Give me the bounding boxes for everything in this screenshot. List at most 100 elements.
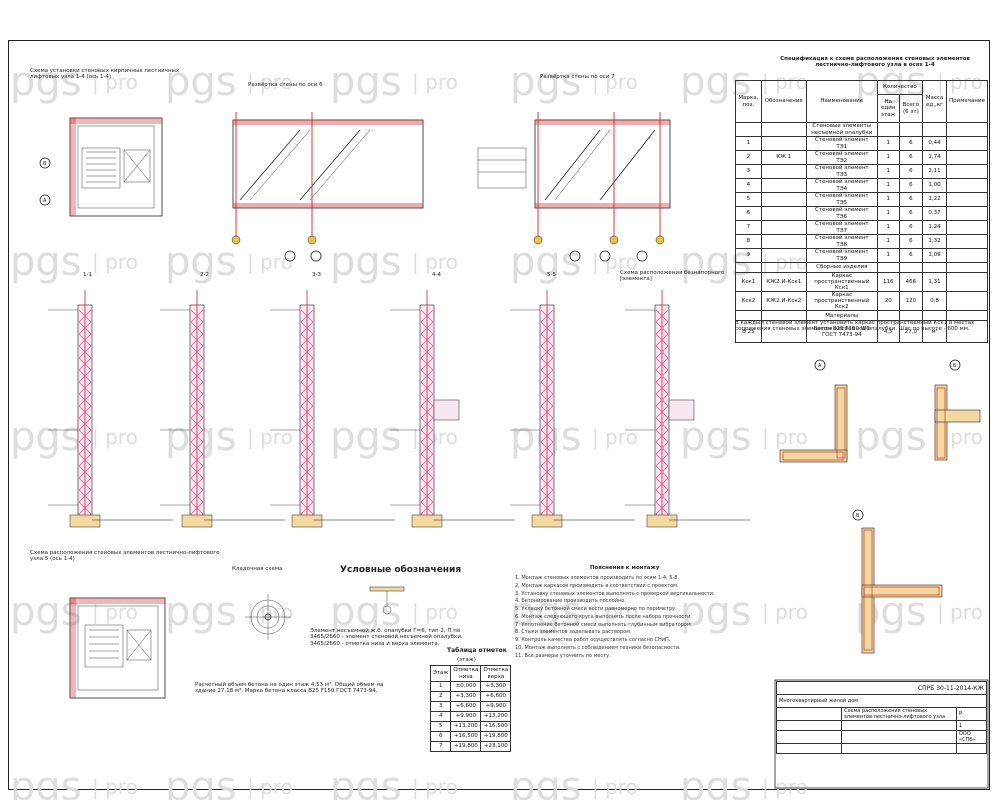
watermark-text: | pro [412,70,458,94]
floor-table-cell: +13,200 [450,721,482,732]
watermark-text: | pro [247,600,293,624]
wall-section [390,290,515,528]
spec-cell: 6 [898,192,924,207]
spec-cell: 6 [898,248,924,263]
spec-cell: 0,44 [922,136,948,151]
spec-cell: 0,37 [922,206,948,221]
wall-section [270,290,395,528]
notes-title: Пояснения к монтажу [590,565,660,571]
spec-cell [946,206,988,221]
spec-cell: КЖ.1 [760,150,807,165]
spec-cell: 6 [898,164,924,179]
watermark-text: pgs [330,414,402,460]
floor-table-cell: +3,300 [480,681,512,692]
spec-group: Стеновые элементы несъемной опалубки [805,122,878,137]
note-item: 3. Установку стеновых элементов выполнят… [515,590,715,597]
watermark-text: pgs [165,239,237,285]
floor-table-header: Отметка низа [450,665,482,682]
watermark-text: pgs [510,59,582,105]
watermark-text: pgs [330,239,402,285]
spec-cell: 0,8 [922,291,948,312]
detail-C: В [852,509,943,654]
spec-header: Количество [876,80,924,95]
title-block: СПРБ 30-11-2014-КЖ Многоквартирный жилой… [776,681,987,754]
floor-table-row: 5+13,200+16,500 [429,721,512,732]
spec-cell: 9 [735,248,762,263]
stamp-sheet: 1 [956,720,987,731]
spec-cell: 1 [876,248,900,263]
stamp-company: ООО «СПБ» [956,730,987,744]
detail-label: А [818,363,822,369]
spec-cell: 1 [876,178,900,193]
watermark-text: pgs [330,764,402,800]
spec-cell: КЖ2.И-Кск2 [760,291,807,312]
spec-cell [946,164,988,179]
spec-cell: 20 [876,291,900,312]
spec-cell: 1 [876,192,900,207]
floor-table-cell: +16,500 [480,721,512,732]
watermark-text: | pro [412,600,458,624]
floor-table-cell: 4 [429,711,452,722]
note-item: 8. Стыки элементов заделывать раствором. [515,629,632,636]
watermark-text: | pro [247,775,293,799]
watermark-text: pgs [165,59,237,105]
spec-cell: 6 [735,206,762,221]
notes-list: 1. Монтаж стеновых элементов производить… [515,575,770,660]
wall-sections [48,290,750,528]
spec-cell: В 25 [735,320,762,344]
spec-cell [760,192,807,207]
section-7-title: Развёртка стены по оси 7 [540,74,615,80]
watermark-text: | pro [762,775,808,799]
section-mark: 4-4 [432,272,441,278]
watermark-text: | pro [412,775,458,799]
legend-title: Условные обозначения [340,565,462,575]
spec-cell: 8 [735,234,762,249]
spec-cell: 116 [876,271,900,293]
watermark-text: pgs [510,764,582,800]
floor-table-cell: +6,600 [450,701,482,712]
note-item: 9. Контроль качества работ осуществлять … [515,637,671,643]
spec-title: Спецификация к схеме расположения стенов… [780,56,970,69]
section-6-title: Развёртка стены по оси 6 [248,82,323,88]
spec-cell: 1 [876,150,900,165]
spec-cell: 1 [735,136,762,151]
spec-cell: 4 [735,178,762,193]
floor-table-cell: 5 [429,721,452,732]
section-mark: 1-1 [83,272,92,278]
plan-bottom [69,597,166,699]
spec-cell [760,136,807,151]
spec-cell: Каркас пространственный Кск2 [805,291,878,312]
floor-table-row: 7+19,800+23,100 [429,741,512,752]
spec-cell [760,164,807,179]
floor-table-row: 1±0,000+3,300 [429,681,512,692]
spec-cell: Стеновой элемент ТЭ2 [805,150,878,165]
spec-cell: 1,09 [922,248,948,263]
watermark-text: pgs [165,589,237,635]
floor-table-row: 2+3,300+6,600 [429,691,512,702]
watermark-text: | pro [937,600,983,624]
floor-table-cell: +19,800 [450,741,482,752]
note-item: 1. Монтаж стеновых элементов производить… [515,575,679,581]
spec-cell [946,234,988,249]
floor-table-cell: 1 [429,681,452,692]
watermark-text: pgs [680,764,752,800]
spec-cell: 1 [876,206,900,221]
spec-cell [760,320,807,344]
watermark-text: | pro [247,70,293,94]
spec-cell: 6 [898,150,924,165]
anchor-scheme-title: Кладочная схема [232,566,283,572]
spec-cell: 1,00 [922,178,948,193]
detail-B: Б [934,359,981,461]
spec-cell: Бетон В25 F150 W6 ГОСТ 7473-94 [805,320,878,344]
watermark-text: | pro [247,425,293,449]
spec-cell: Стеновой элемент ТЭ8 [805,234,878,249]
floor-table-header: Отметка верха [480,665,512,682]
spec-cell: 1,24 [922,220,948,235]
spec-cell: Кск2 [735,291,762,312]
axis-label: А [43,198,47,204]
spec-group: Сборные изделия [805,262,878,273]
spec-cell: 5 [735,192,762,207]
